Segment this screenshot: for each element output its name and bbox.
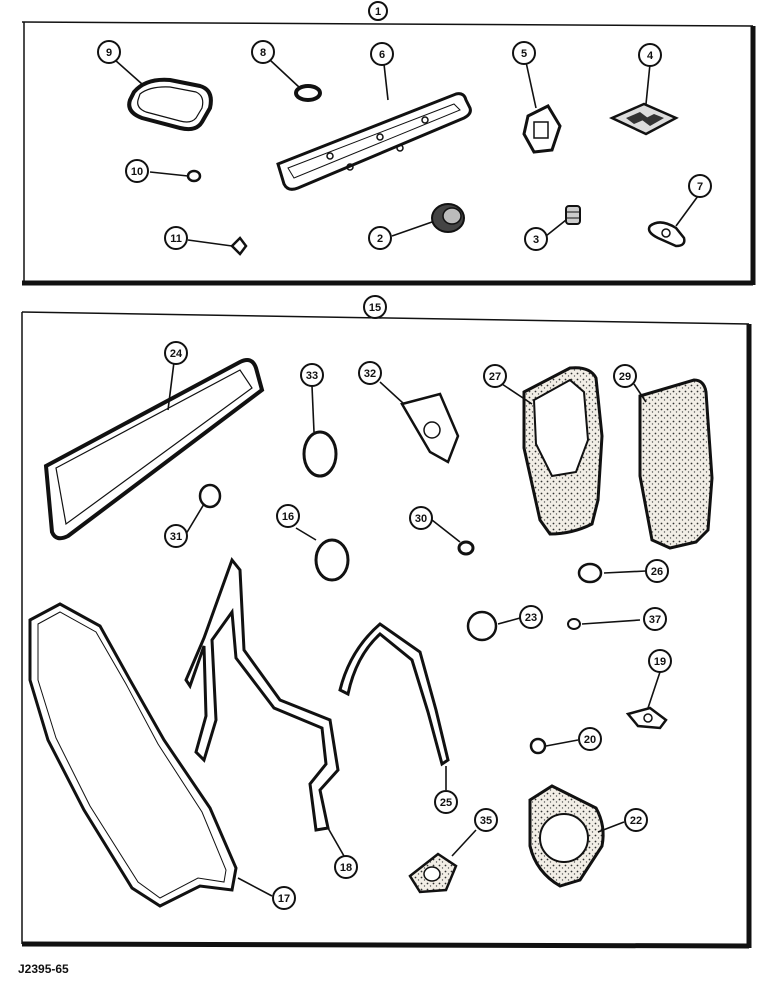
part-11-clip — [230, 236, 248, 256]
part-3-grommet — [565, 205, 581, 225]
callout-25: 25 — [434, 790, 458, 814]
part-6-gasket — [276, 92, 472, 191]
part-17-gasket — [28, 602, 238, 908]
svg-text:27: 27 — [489, 371, 501, 383]
callout-27: 27 — [483, 364, 507, 388]
svg-text:33: 33 — [306, 370, 318, 382]
svg-text:2: 2 — [377, 233, 383, 245]
svg-text:22: 22 — [630, 815, 642, 827]
group-callout-upper: 1 — [368, 1, 388, 21]
part-29-gasket — [638, 378, 714, 550]
part-8-ring — [294, 84, 322, 102]
callout-26: 26 — [645, 559, 669, 583]
callout-17: 17 — [272, 886, 296, 910]
svg-text:10: 10 — [131, 166, 143, 178]
callout-35: 35 — [474, 808, 498, 832]
callout-19: 19 — [648, 649, 672, 673]
callout-31: 31 — [164, 524, 188, 548]
callout-18: 18 — [334, 855, 358, 879]
part-4-gasket — [608, 102, 679, 136]
part-35-gasket — [408, 852, 458, 894]
part-19-gasket — [625, 706, 668, 730]
svg-text:35: 35 — [480, 815, 492, 827]
svg-text:19: 19 — [654, 656, 666, 668]
upper-kit-frame — [21, 21, 756, 286]
svg-text:32: 32 — [364, 368, 376, 380]
callout-23: 23 — [519, 605, 543, 629]
svg-text:24: 24 — [170, 348, 183, 360]
callout-10: 10 — [125, 159, 149, 183]
group-label-lower: 15 — [369, 302, 381, 314]
callout-6: 6 — [370, 42, 394, 66]
callout-7: 7 — [688, 174, 712, 198]
svg-text:29: 29 — [619, 371, 631, 383]
callout-4: 4 — [638, 43, 662, 67]
part-27-gasket — [522, 366, 604, 536]
callout-30: 30 — [409, 506, 433, 530]
callout-9: 9 — [97, 40, 121, 64]
callout-16: 16 — [276, 504, 300, 528]
lower-leaders — [167, 361, 661, 897]
part-24-gasket — [43, 358, 265, 541]
callout-22: 22 — [624, 808, 648, 832]
svg-text:7: 7 — [697, 181, 703, 193]
callout-5: 5 — [512, 41, 536, 65]
figure-code: J2395-65 — [18, 962, 69, 976]
svg-text:3: 3 — [533, 234, 539, 246]
callout-32: 32 — [358, 361, 382, 385]
callout-20: 20 — [578, 727, 602, 751]
callout-2: 2 — [368, 226, 392, 250]
svg-text:18: 18 — [340, 862, 352, 874]
group-callout-lower: 15 — [363, 295, 387, 319]
svg-text:23: 23 — [525, 612, 537, 624]
svg-text:17: 17 — [278, 893, 290, 905]
svg-text:30: 30 — [415, 513, 427, 525]
part-30-ring — [457, 540, 475, 556]
lower-kit-frame — [21, 311, 752, 949]
group-label-upper: 1 — [375, 6, 381, 18]
callout-37: 37 — [643, 607, 667, 631]
svg-text:25: 25 — [440, 797, 452, 809]
svg-text:20: 20 — [584, 734, 596, 746]
part-23-ring — [466, 610, 498, 642]
part-22-gasket — [528, 784, 605, 888]
svg-text:4: 4 — [647, 50, 654, 62]
callout-11: 11 — [164, 226, 188, 250]
part-18-gasket — [184, 556, 340, 832]
svg-text:9: 9 — [106, 47, 112, 59]
part-5-gasket — [522, 104, 562, 154]
callout-33: 33 — [300, 363, 324, 387]
part-32-gasket — [400, 392, 460, 464]
part-31-ring — [198, 483, 222, 509]
svg-text:5: 5 — [521, 48, 527, 60]
svg-text:8: 8 — [260, 47, 266, 59]
callout-29: 29 — [613, 364, 637, 388]
part-25-gasket — [338, 622, 450, 767]
upper-leaders — [114, 59, 699, 247]
svg-text:6: 6 — [379, 49, 385, 61]
part-20-ring — [529, 737, 547, 755]
part-9-seal — [127, 77, 213, 132]
part-2-seal — [431, 203, 465, 233]
callout-24: 24 — [164, 341, 188, 365]
part-7-gasket — [647, 221, 686, 248]
svg-text:26: 26 — [651, 566, 663, 578]
part-33-ring — [302, 430, 338, 478]
svg-text:37: 37 — [649, 614, 661, 626]
part-26-ring — [577, 562, 603, 584]
callout-3: 3 — [524, 227, 548, 251]
part-10-ring — [186, 169, 202, 183]
part-37-plug — [567, 618, 581, 630]
callout-8: 8 — [251, 40, 275, 64]
part-16-ring — [314, 538, 350, 582]
svg-text:11: 11 — [170, 233, 182, 245]
svg-text:16: 16 — [282, 511, 294, 523]
svg-text:31: 31 — [170, 531, 182, 543]
